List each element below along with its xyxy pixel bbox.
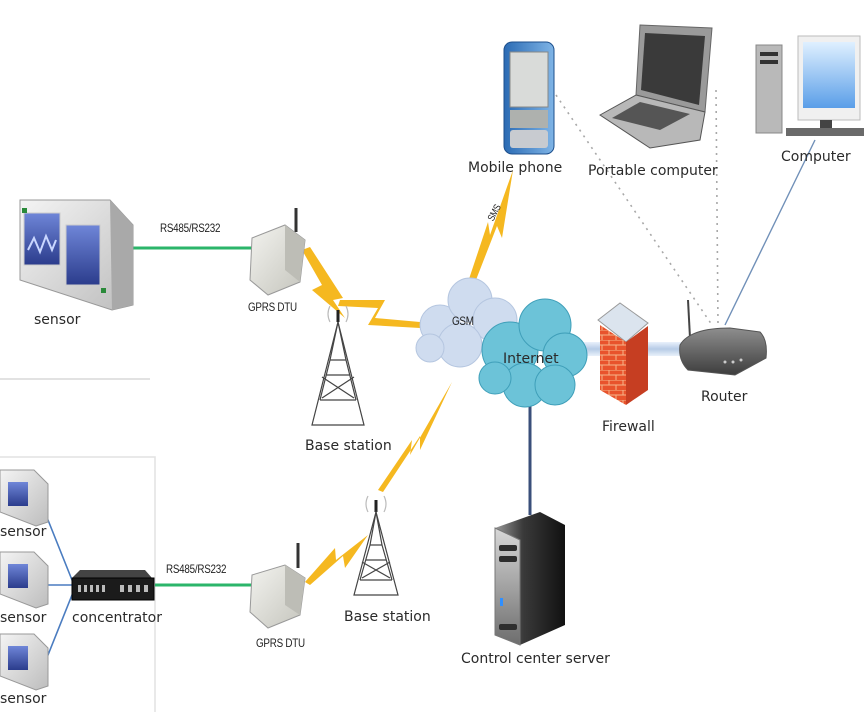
base-station-top-label: Base station bbox=[305, 438, 392, 454]
sensor-concentrator-links bbox=[45, 514, 75, 661]
concentrator-icon bbox=[71, 570, 155, 601]
control-center-server-icon bbox=[494, 512, 565, 646]
internet-cloud-icon bbox=[478, 298, 588, 408]
portable-computer-label: Portable computer bbox=[588, 163, 718, 179]
sensor-top-label: sensor bbox=[34, 312, 81, 328]
portable-computer-icon bbox=[599, 24, 713, 149]
base-station-bottom-label: Base station bbox=[344, 609, 431, 625]
base-station-top-icon bbox=[311, 305, 365, 426]
gprs-dtu-bottom-label: GPRS DTU bbox=[256, 636, 305, 650]
router-label: Router bbox=[701, 389, 748, 405]
cluster-frame bbox=[0, 456, 156, 712]
control-center-server-label: Control center server bbox=[461, 651, 610, 667]
serial-link-bottom-label: RS485/RS232 bbox=[166, 562, 227, 576]
concentrator-label: concentrator bbox=[72, 610, 162, 626]
firewall-label: Firewall bbox=[602, 419, 655, 435]
router-icon bbox=[679, 299, 767, 376]
internet-label: Internet bbox=[503, 351, 559, 367]
lightning-tower-gsm bbox=[378, 382, 452, 492]
sensor-bottom-1-icon bbox=[0, 469, 49, 527]
sensor-bottom-2-icon bbox=[0, 551, 49, 609]
sensor-bottom-3-label: sensor bbox=[0, 691, 47, 707]
gprs-dtu-top-icon bbox=[249, 208, 306, 296]
base-station-bottom-icon bbox=[353, 495, 399, 596]
gsm-label: GSM bbox=[452, 314, 474, 328]
sensor-bottom-2-label: sensor bbox=[0, 610, 47, 626]
sensor-bottom-1-label: sensor bbox=[0, 524, 47, 540]
mobile-phone-icon bbox=[503, 41, 555, 155]
computer-icon bbox=[755, 35, 864, 136]
lightning-icons bbox=[302, 170, 513, 585]
gprs-dtu-bottom-icon bbox=[249, 543, 306, 629]
gsm-cloud-icon bbox=[415, 277, 518, 368]
gprs-dtu-top-label: GPRS DTU bbox=[248, 300, 297, 314]
firewall-icon bbox=[597, 302, 649, 405]
sensor-bottom-3-icon bbox=[0, 633, 49, 691]
serial-link-top-label: RS485/RS232 bbox=[160, 221, 221, 235]
router-computer-link bbox=[724, 139, 816, 326]
wireless-links bbox=[555, 89, 719, 326]
sensor-top-icon bbox=[19, 199, 134, 311]
lightning-sms bbox=[468, 170, 513, 285]
computer-label: Computer bbox=[781, 149, 851, 165]
mobile-phone-label: Mobile phone bbox=[468, 160, 563, 176]
lightning-dtu-tower-top bbox=[302, 247, 345, 318]
lightning-dtu-tower-bottom bbox=[305, 535, 368, 585]
